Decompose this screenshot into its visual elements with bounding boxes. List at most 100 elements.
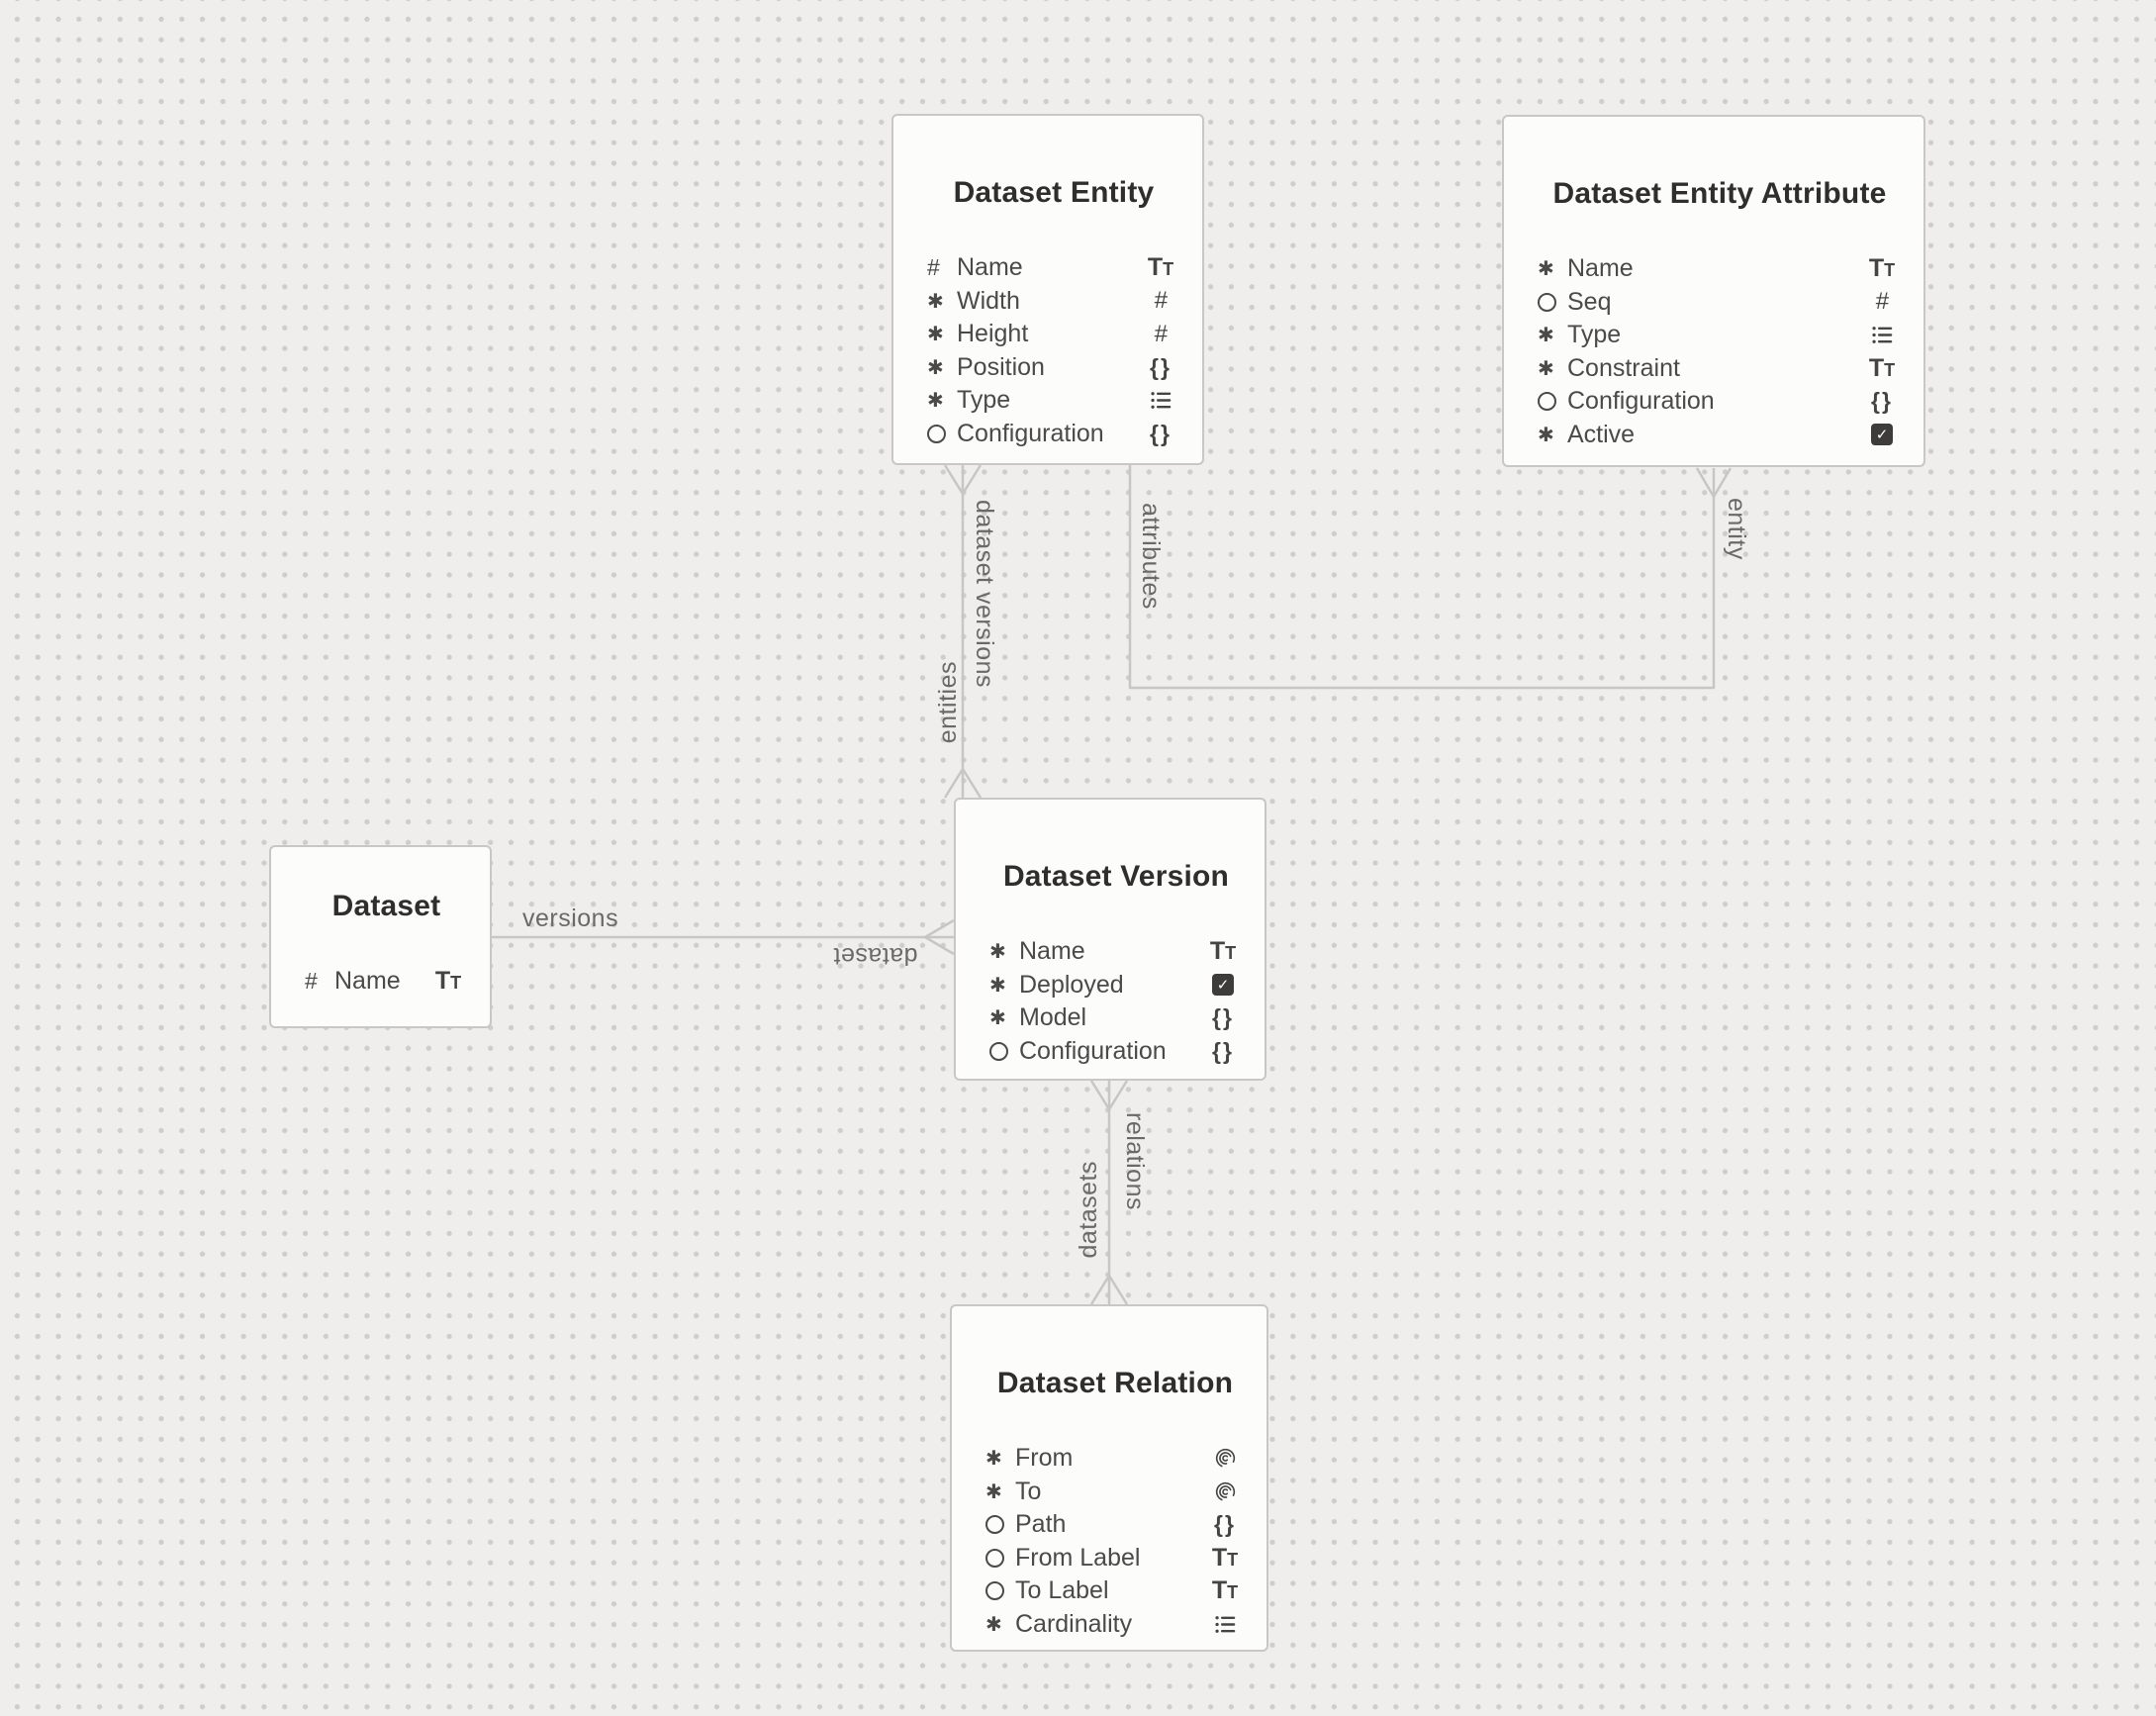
text-type-icon: TT xyxy=(1211,1576,1239,1605)
field-name: To xyxy=(1015,1477,1042,1505)
enum-type-icon xyxy=(1205,1613,1245,1636)
field-row-seq[interactable]: Seq# xyxy=(1538,286,1902,320)
number-type-icon: # xyxy=(1154,287,1168,315)
optional-circle-icon xyxy=(1538,293,1567,312)
field-row-active[interactable]: ✱ Active ✓ xyxy=(1538,419,1902,452)
entity-title: Dataset Entity xyxy=(953,176,1155,209)
relation-label: dataset xyxy=(833,942,918,970)
required-asterisk-icon: ✱ xyxy=(927,356,944,379)
entity-title: Dataset Entity Attribute xyxy=(1552,177,1887,210)
json-type-icon: {} xyxy=(1871,388,1893,415)
field-row-from[interactable]: ✱From xyxy=(985,1442,1245,1476)
relation-label: versions xyxy=(522,905,619,932)
entity-card-dataset-entity[interactable]: Dataset Entity # Name TT ✱Width#✱Height# ✱ Pos… xyxy=(891,114,1204,465)
optional-circle-icon xyxy=(985,1581,1015,1600)
boolean-type-icon: ✓ xyxy=(1862,424,1902,446)
field-row-cardinality[interactable]: ✱Cardinality xyxy=(985,1608,1245,1642)
relation-label: relations xyxy=(1121,1112,1149,1210)
field-row-to-label[interactable]: To Label TT xyxy=(985,1574,1245,1608)
entity-title: Dataset Relation xyxy=(996,1367,1234,1399)
required-asterisk-icon: ✱ xyxy=(927,290,944,313)
optional-circle-icon xyxy=(985,1549,1015,1568)
required-asterisk-icon: ✱ xyxy=(989,941,1006,964)
field-row-position[interactable]: ✱ Position {} xyxy=(927,351,1180,385)
number-type-icon: # xyxy=(1875,288,1889,316)
required-asterisk-icon: ✱ xyxy=(1538,357,1554,380)
field-name: From xyxy=(1015,1444,1074,1473)
field-name: Height xyxy=(957,320,1029,348)
relation-line-dataset-entity-to-dataset-version[interactable] xyxy=(943,464,983,799)
required-asterisk-icon: ✱ xyxy=(989,974,1006,997)
field-name: Configuration xyxy=(957,419,1104,447)
field-name: Type xyxy=(957,386,1011,415)
required-asterisk-icon: ✱ xyxy=(989,1007,1006,1030)
relation-line-segment xyxy=(1128,465,1716,690)
json-type-icon: {} xyxy=(1212,1037,1234,1064)
field-name: Deployed xyxy=(1019,970,1124,999)
field-row-type[interactable]: ✱Type xyxy=(927,384,1180,418)
field-row-deployed[interactable]: ✱ Deployed ✓ xyxy=(989,969,1243,1002)
required-asterisk-icon: ✱ xyxy=(1538,424,1554,446)
relation-line-dataset-entity-to-dataset-entity-attribute[interactable] xyxy=(1128,465,1733,690)
crow-foot-marker xyxy=(943,464,983,496)
crow-foot-marker xyxy=(923,918,955,956)
field-row-configuration[interactable]: Configuration {} xyxy=(989,1035,1243,1069)
entity-title: Dataset Version xyxy=(1002,860,1230,893)
field-row-model[interactable]: ✱Model{} xyxy=(989,1001,1243,1035)
relation-label: entities xyxy=(934,661,962,744)
crow-foot-marker xyxy=(1695,467,1733,499)
field-row-configuration[interactable]: Configuration{} xyxy=(927,418,1180,451)
field-name: Active xyxy=(1567,420,1636,448)
text-type-icon: TT xyxy=(1147,253,1174,282)
relation-label: attributes xyxy=(1137,503,1165,610)
field-row-path[interactable]: Path{} xyxy=(985,1508,1245,1542)
field-name: To Label xyxy=(1015,1576,1109,1605)
field-row-to[interactable]: ✱ To xyxy=(985,1476,1245,1509)
field-row-height[interactable]: ✱Height# xyxy=(927,318,1180,351)
field-name: Position xyxy=(957,352,1045,381)
field-name: Name xyxy=(334,967,401,996)
field-row-configuration[interactable]: Configuration {} xyxy=(1538,385,1902,419)
json-type-icon: {} xyxy=(1214,1511,1236,1538)
field-name: Configuration xyxy=(1567,387,1715,416)
required-asterisk-icon: ✱ xyxy=(985,1480,1002,1503)
relation-label: entity xyxy=(1723,498,1750,560)
field-name: Type xyxy=(1567,321,1622,349)
entity-fields: # Name TT xyxy=(305,965,468,999)
optional-circle-icon xyxy=(927,425,957,443)
field-name: Name xyxy=(957,253,1023,282)
relation-label: datasets xyxy=(1075,1161,1102,1259)
required-asterisk-icon: ✱ xyxy=(985,1613,1002,1636)
relation-label: dataset versions xyxy=(971,500,998,689)
field-row-width[interactable]: ✱Width# xyxy=(927,285,1180,319)
crow-foot-marker xyxy=(943,767,983,799)
field-name: From Label xyxy=(1015,1543,1141,1572)
field-name: Configuration xyxy=(1019,1036,1167,1065)
field-name: Name xyxy=(1019,937,1085,966)
json-type-icon: {} xyxy=(1212,1004,1234,1031)
boolean-type-icon: ✓ xyxy=(1203,974,1243,997)
crow-foot-marker xyxy=(1089,1274,1129,1305)
enum-type-icon xyxy=(1862,324,1902,346)
field-row-type[interactable]: ✱Type xyxy=(1538,319,1902,352)
relation-line-dataset-to-dataset-version[interactable] xyxy=(492,918,955,956)
json-type-icon: {} xyxy=(1150,353,1172,380)
text-type-icon: TT xyxy=(434,967,462,996)
field-row-name[interactable]: # Name TT xyxy=(305,965,468,999)
identifier-hash-icon: # xyxy=(305,968,318,995)
relation-line-dataset-version-to-dataset-relation[interactable] xyxy=(1089,1080,1129,1305)
